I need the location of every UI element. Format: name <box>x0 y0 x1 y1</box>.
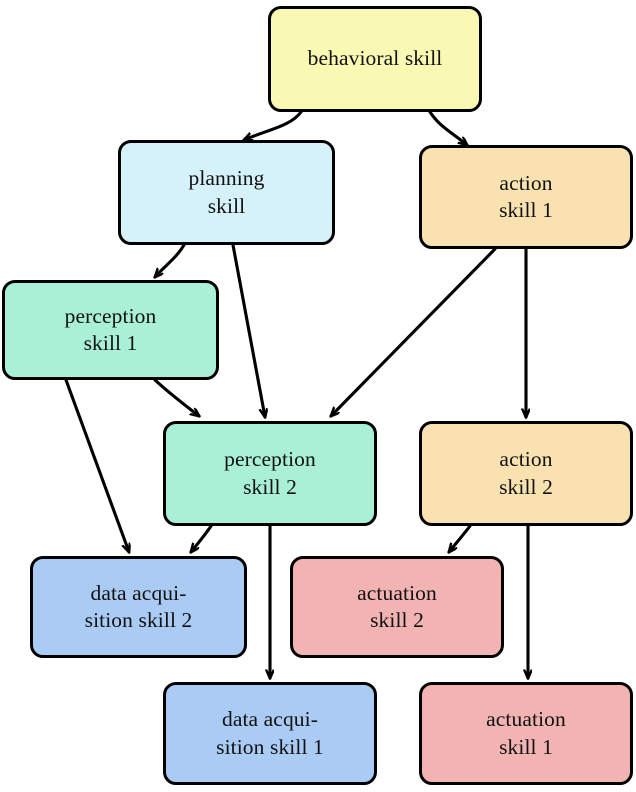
node-label: sition skill 1 <box>216 734 324 759</box>
node-label: actuation <box>486 707 566 732</box>
node-label: perception <box>224 447 316 472</box>
node-behavioral-skill[interactable]: behavioral skill <box>268 6 482 112</box>
edge-action1-to-perception2 <box>331 247 497 416</box>
node-planning-skill[interactable]: planning skill <box>118 140 335 245</box>
node-data-acquisition-skill-1[interactable]: data acqui- sition skill 1 <box>163 682 377 785</box>
node-label: action <box>499 447 553 472</box>
node-label: skill 1 <box>83 331 138 355</box>
node-label: skill <box>207 193 246 218</box>
node-label: skill 1 <box>499 734 553 759</box>
node-label: planning <box>188 166 265 191</box>
edge-planning-to-perception2 <box>231 243 265 417</box>
edge-behavioral-to-planning <box>244 110 303 142</box>
node-perception-skill-1[interactable]: perception skill 1 <box>2 280 219 380</box>
node-perception-skill-2[interactable]: perception skill 2 <box>163 421 377 526</box>
node-action-skill-2[interactable]: action skill 2 <box>419 421 633 526</box>
node-data-acquisition-skill-2[interactable]: data acqui- sition skill 2 <box>30 556 247 658</box>
node-label: sition skill 2 <box>84 608 193 632</box>
node-label: actuation <box>357 580 437 605</box>
edge-planning-to-perception1 <box>155 243 186 277</box>
node-label: action <box>499 170 553 195</box>
node-label: skill 2 <box>499 474 553 499</box>
node-actuation-skill-1[interactable]: actuation skill 1 <box>419 682 633 785</box>
node-label: perception <box>64 303 157 328</box>
edge-behavioral-to-action1 <box>428 110 467 145</box>
node-label: skill 2 <box>370 608 424 632</box>
node-label: skill 1 <box>499 198 553 222</box>
node-action-skill-1[interactable]: action skill 1 <box>419 145 633 249</box>
node-label: behavioral skill <box>307 46 443 71</box>
node-label: data acqui- <box>90 580 187 605</box>
edge-perception1-to-dataacq2 <box>64 378 129 552</box>
edge-perception1-to-perception2 <box>153 378 199 416</box>
node-label: data acqui- <box>221 707 318 732</box>
edge-perception2-to-dataacq2 <box>191 524 213 552</box>
edge-action2-to-actuation2 <box>449 524 472 552</box>
node-label: skill 2 <box>243 474 297 499</box>
node-actuation-skill-2[interactable]: actuation skill 2 <box>290 556 504 658</box>
